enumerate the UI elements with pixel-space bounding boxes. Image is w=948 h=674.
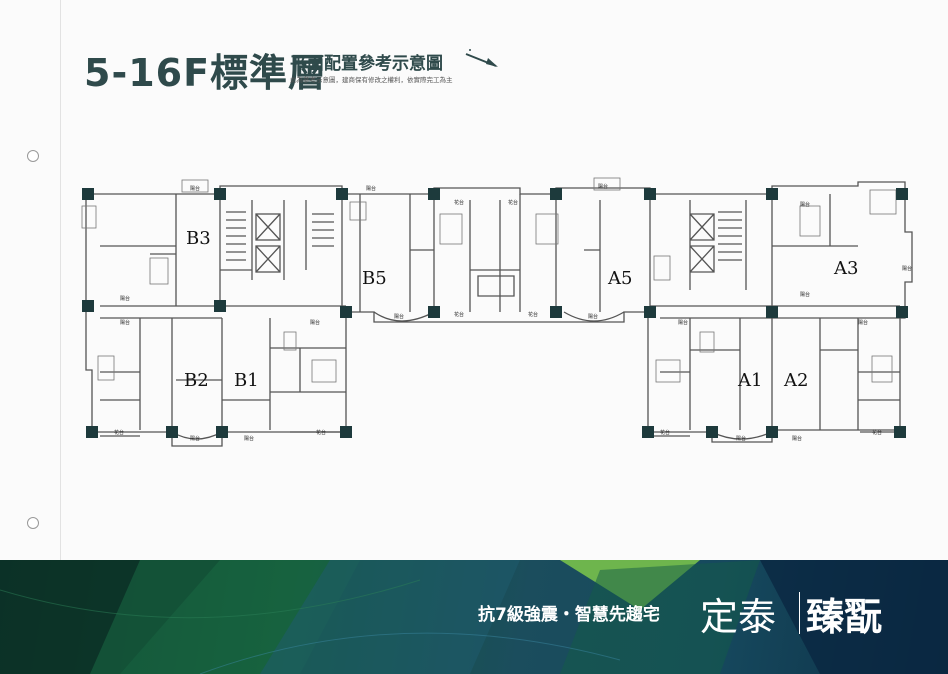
page-title: 5-16F標準層: [84, 51, 328, 95]
footer-banner: [0, 560, 948, 674]
balcony-label: 陽台: [244, 435, 254, 442]
brand-name-left: 定泰: [700, 595, 777, 639]
flower-bed-label: 花台: [316, 429, 326, 436]
floor-plan-walls: [85, 181, 913, 447]
balcony-label: 陽台: [120, 295, 130, 302]
flower-bed-label: 花台: [508, 199, 518, 206]
balcony-label: 陽台: [394, 313, 404, 320]
flower-bed-label: 花台: [528, 311, 538, 318]
unit-label-a3: A3: [833, 258, 858, 279]
brand-name-right: 臻翫: [806, 595, 883, 639]
structural-columns: [82, 188, 908, 438]
balcony-label: 陽台: [190, 435, 200, 442]
flower-bed-label: 花台: [454, 199, 464, 206]
flower-bed-label: 花台: [872, 429, 882, 436]
unit-label-b3: B3: [186, 228, 211, 249]
balcony-label: 陽台: [598, 183, 608, 190]
balcony-label: 陽台: [588, 313, 598, 320]
unit-label-a5: A5: [607, 268, 632, 289]
unit-label-b2: B2: [184, 370, 209, 391]
flower-bed-label: 花台: [114, 429, 124, 436]
page-edge: [60, 0, 61, 560]
balcony-label: 陽台: [310, 319, 320, 326]
balcony-label: 陽台: [800, 201, 810, 208]
flower-bed-label: 花台: [660, 429, 670, 436]
unit-label-a2: A2: [783, 370, 808, 391]
page-subtitle: 平面配置參考示意圖: [290, 54, 443, 74]
balcony-label: 陽台: [678, 319, 688, 326]
brand-divider: [799, 592, 800, 634]
balcony-label: 陽台: [800, 291, 810, 298]
balcony-label: 陽台: [858, 319, 868, 326]
balcony-label: 陽台: [792, 435, 802, 442]
north-arrow-icon: [465, 49, 498, 67]
floor-plan-fixtures: [81, 177, 897, 383]
balcony-label: 陽台: [190, 185, 200, 192]
disclaimer-note: 此為參考示意圖，建商保有修改之權利，依實際完工為主: [290, 76, 453, 84]
unit-label-a1: A1: [737, 370, 762, 391]
flower-bed-label: 花台: [454, 311, 464, 318]
balcony-label: 陽台: [366, 185, 376, 192]
balcony-label: 陽台: [736, 435, 746, 442]
banner-slogan: 抗7級強震・智慧先趨宅: [478, 605, 660, 625]
balcony-label: 陽台: [902, 265, 912, 272]
unit-label-b5: B5: [362, 268, 387, 289]
unit-label-b1: B1: [234, 370, 259, 391]
floor-plan: B3 B5 A5 A3 B2 B1 A1 A2 陽台 陽台 陽台 陽台 陽台 陽…: [81, 177, 913, 447]
balcony-label: 陽台: [120, 319, 130, 326]
banner-pattern: [0, 560, 948, 674]
binder-hole-bottom: [27, 517, 39, 529]
binder-hole-top: [27, 150, 39, 162]
space-labels: 陽台 陽台 陽台 陽台 陽台 陽台 陽台 陽台 陽台 陽台 陽台 陽台 陽台 陽…: [114, 183, 912, 442]
